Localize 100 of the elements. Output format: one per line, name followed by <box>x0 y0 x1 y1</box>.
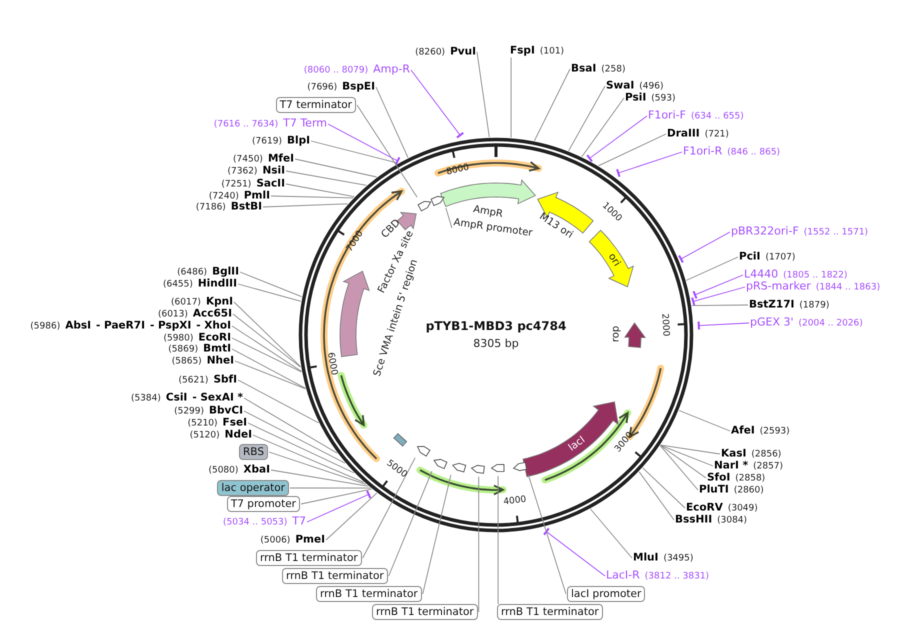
leader-line <box>678 410 730 432</box>
feature-label: rrnB T1 terminator <box>282 568 388 584</box>
enzyme-name: DraIII <box>667 128 700 140</box>
enzyme-name: BstBI <box>230 200 262 212</box>
leader-line <box>660 444 706 478</box>
leader-line <box>686 256 738 281</box>
enzyme-name: KpnI <box>206 296 233 308</box>
leader-line <box>252 434 364 483</box>
feature-name: rop <box>610 326 622 342</box>
enzyme-name: EcoRI <box>198 332 231 344</box>
primer-name: F1ori-F <box>648 110 686 122</box>
enzyme-name: SbfI <box>213 374 237 386</box>
leader-line <box>328 124 400 166</box>
leader-line <box>306 490 372 522</box>
leader-line <box>642 467 686 508</box>
enzyme-name: - XhoI <box>196 320 231 332</box>
leader-line <box>244 410 346 464</box>
enzyme-name: PmeI <box>295 534 325 546</box>
leader-line <box>581 98 624 158</box>
leader-line <box>232 314 302 368</box>
enzyme-name: FspI <box>510 44 535 56</box>
site-position: (721) <box>704 128 729 140</box>
enzyme-name: Acc65I <box>192 308 232 320</box>
enzyme-name: PsiI <box>625 92 646 104</box>
leader-line <box>568 86 606 152</box>
primer-position: (5034 .. 5053) <box>223 516 288 528</box>
site-position: (8260) <box>415 46 446 58</box>
enzyme-name: XbaI <box>243 464 270 476</box>
primer-position: (3812 .. 3831) <box>644 570 710 582</box>
site-position: (7619) <box>252 136 282 148</box>
leader-line <box>362 457 416 558</box>
site-position: (7362) <box>228 166 258 178</box>
site-position: (1707) <box>765 252 796 264</box>
site-position: (496) <box>639 80 664 92</box>
enzyme-name: MfeI <box>268 152 294 164</box>
enzyme-name: NsiI <box>262 164 285 176</box>
feature-label: T7 promoter <box>226 496 300 512</box>
enzyme-name: - PaeR7I <box>96 320 145 332</box>
site-position: (7450) <box>233 154 263 166</box>
leader-line <box>244 398 338 454</box>
leader-line <box>248 422 354 474</box>
site-position: (2858) <box>735 472 766 484</box>
leader-line <box>262 203 348 208</box>
site-position: (6486) <box>177 266 208 278</box>
leader-line <box>692 274 744 300</box>
scale-number: 4000 <box>503 496 528 508</box>
enzyme-name: SwaI <box>606 80 634 92</box>
leader-line <box>294 158 378 178</box>
enzyme-name: - PspXI <box>150 320 192 332</box>
leader-line <box>286 170 367 186</box>
plasmid-name: pTYB1-MBD3 pc4784 <box>426 319 566 333</box>
leader-line <box>290 488 371 489</box>
scale-number: 2000 <box>658 314 670 338</box>
site-position: (5869) <box>168 344 198 356</box>
leader-line <box>422 474 452 594</box>
site-position: (2857) <box>753 460 784 472</box>
leader-line <box>238 380 320 424</box>
site-position: (258) <box>601 64 626 76</box>
leader-line <box>232 348 306 389</box>
site-position: (5865) <box>172 356 202 368</box>
enzyme-name: - SexAI * <box>192 392 243 404</box>
leader-line <box>691 286 746 306</box>
plasmid-size: 8305 bp <box>473 338 519 350</box>
leader-line <box>616 152 682 178</box>
leader-line <box>498 476 499 604</box>
site-position: (5080) <box>208 464 238 476</box>
feature-label: rrnB T1 terminator <box>372 604 478 620</box>
enzyme-name: NdeI <box>224 428 252 440</box>
leader-line <box>376 86 408 158</box>
leader-line <box>310 140 398 164</box>
site-position: (7240) <box>208 190 239 202</box>
site-position: (6017) <box>171 296 201 308</box>
primer-name: pGEX 3' <box>750 316 794 328</box>
enzyme-name: NheI <box>206 354 234 366</box>
leader-line <box>300 488 372 504</box>
enzyme-name: KasI <box>721 448 746 460</box>
site-position: (5980) <box>163 332 194 344</box>
leader-line <box>534 68 570 142</box>
feature-label: lac operator <box>217 480 289 496</box>
enzyme-name: SfoI <box>707 472 730 484</box>
primer-position: (1805 .. 1822) <box>783 270 848 281</box>
primer-name: F1ori-R <box>683 146 722 158</box>
primer-name: Amp-R <box>373 64 410 76</box>
primer-position: (8060 .. 8079) <box>304 64 368 76</box>
primer-position: (1552 .. 1571) <box>804 226 868 238</box>
primer-name: LacI-R <box>606 570 640 582</box>
site-position: (593) <box>651 92 676 104</box>
enzyme-name: BglII <box>212 266 239 278</box>
leader-line <box>586 116 648 163</box>
feature-name: M13 ori <box>537 211 575 241</box>
leader-line <box>660 444 720 454</box>
leader-line <box>410 70 464 139</box>
site-position: (1879) <box>799 300 830 312</box>
leader-line <box>528 474 566 594</box>
site-position: (5299) <box>174 406 204 418</box>
site-position: (3495) <box>663 552 694 564</box>
primer-position: (634 .. 655) <box>690 110 744 122</box>
primer-name: T7 <box>292 516 306 528</box>
leader-line <box>660 445 698 490</box>
site-position: (101) <box>540 46 564 58</box>
